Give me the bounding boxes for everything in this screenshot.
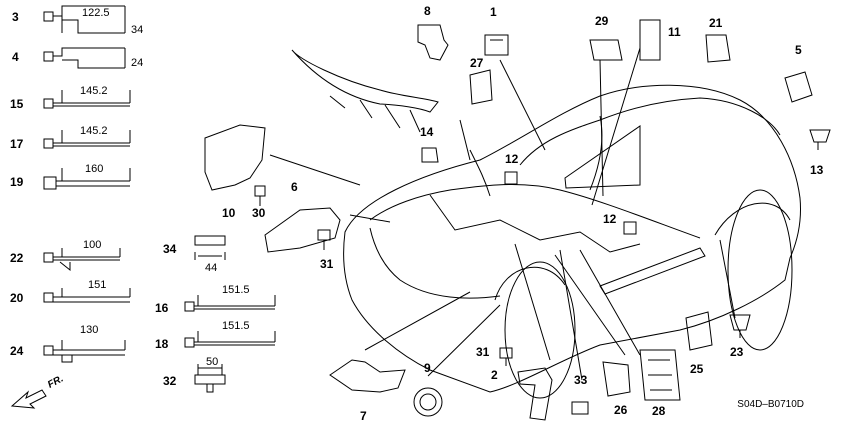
fastener-20-clip — [44, 288, 130, 302]
callout-27: 27 — [470, 56, 484, 70]
fastener-4-clip — [44, 48, 125, 68]
fastener-19-clip — [44, 168, 130, 189]
callout-34: 34 — [163, 242, 177, 256]
front-wheel-arch — [495, 267, 565, 300]
dimension-34-width: 44 — [205, 262, 218, 274]
callout-31-lower: 31 — [476, 345, 490, 359]
diagram-code: S04D–B0710D — [737, 399, 804, 410]
callout-12-lower: 12 — [603, 212, 617, 226]
callout-7: 7 — [360, 409, 367, 423]
callout-32: 32 — [163, 374, 177, 388]
part-31-bolt-lower — [500, 348, 512, 366]
dimension-15-length: 145.2 — [80, 85, 108, 97]
dimension-24-length: 130 — [80, 324, 99, 336]
dimension-16-length: 151.5 — [222, 284, 250, 296]
dimension-19-length: 160 — [85, 163, 104, 175]
fastener-22-clip — [44, 248, 120, 270]
callout-30: 30 — [252, 206, 266, 220]
callout-24: 24 — [10, 344, 24, 358]
part-9-grommet — [414, 388, 442, 416]
callout-14: 14 — [420, 125, 434, 139]
dimension-3-height: 34 — [131, 24, 144, 36]
part-31-bolt-upper — [318, 230, 330, 250]
dimension-3-length: 122.5 — [82, 7, 110, 19]
callout-11: 11 — [668, 25, 681, 39]
dimension-18-length: 151.5 — [222, 320, 250, 332]
front-direction-arrow — [12, 390, 46, 408]
dimension-22-length: 100 — [83, 239, 102, 251]
callout-1: 1 — [490, 5, 497, 19]
door-sill-harness — [600, 248, 705, 294]
part-23-clip — [730, 315, 750, 338]
part-21-clip — [706, 35, 730, 62]
fastener-15-clip — [44, 90, 130, 108]
callout-29: 29 — [595, 14, 609, 28]
part-33-clip — [572, 402, 588, 414]
part-25-holder — [686, 312, 712, 350]
part-10-bracket — [205, 125, 265, 190]
car-body-outline — [344, 85, 801, 392]
part-11-pad — [640, 20, 660, 60]
dimension-17-length: 145.2 — [80, 125, 108, 137]
part-13-clip — [810, 130, 830, 150]
callout-16: 16 — [155, 301, 169, 315]
callout-33: 33 — [574, 373, 588, 387]
fastener-34-clip — [195, 236, 225, 260]
callout-25: 25 — [690, 362, 704, 376]
callout-9: 9 — [424, 361, 431, 375]
callout-15: 15 — [10, 97, 24, 111]
part-27-clamp — [470, 70, 492, 104]
part-7-bracket — [330, 360, 405, 392]
callout-23: 23 — [730, 345, 744, 359]
part-5-grommet — [785, 72, 812, 102]
part-28-box — [640, 350, 680, 400]
callout-22: 22 — [10, 251, 24, 265]
floor-harness — [370, 185, 700, 238]
rear-wheel-arch — [715, 203, 790, 235]
dimension-4-height: 24 — [131, 57, 144, 69]
callout-26: 26 — [614, 403, 628, 417]
fastener-17-clip — [44, 130, 130, 148]
callout-6: 6 — [291, 180, 298, 194]
callout-19: 19 — [10, 175, 24, 189]
callout-12-upper: 12 — [505, 152, 519, 166]
part-6-bracket — [265, 208, 340, 252]
fastener-24-clip — [44, 340, 125, 362]
dash-harness — [292, 50, 438, 112]
part-8-bracket — [418, 25, 448, 60]
dimension-32-width: 50 — [206, 356, 219, 368]
front-wheel — [505, 262, 575, 398]
part-29-pad — [590, 40, 622, 60]
part-1-connector — [485, 35, 508, 55]
fastener-3-clip — [44, 6, 125, 33]
rear-shelf — [565, 126, 640, 188]
part-14-cap — [422, 148, 438, 162]
part-26-connector — [603, 362, 630, 396]
part-12-clip-lower — [624, 222, 636, 234]
callout-20: 20 — [10, 291, 24, 305]
callout-8: 8 — [424, 4, 431, 18]
part-2-bracket — [518, 368, 552, 420]
callout-2: 2 — [491, 368, 498, 382]
callout-21: 21 — [709, 16, 723, 30]
callout-28: 28 — [652, 404, 666, 418]
callout-10: 10 — [222, 206, 236, 220]
callout-17: 17 — [10, 137, 24, 151]
callout-18: 18 — [155, 337, 169, 351]
rear-wheel — [728, 190, 792, 350]
callout-13: 13 — [810, 163, 824, 177]
part-12-clip-upper — [505, 172, 517, 184]
part-30-bolt — [255, 186, 265, 206]
fastener-16-clip — [185, 295, 275, 311]
dimension-20-length: 151 — [88, 279, 107, 291]
fastener-32-clip — [195, 364, 225, 392]
callout-4: 4 — [12, 50, 19, 64]
fastener-18-clip — [185, 331, 275, 347]
callout-5: 5 — [795, 43, 802, 57]
callout-3: 3 — [12, 10, 19, 24]
callout-31-upper: 31 — [320, 257, 334, 271]
